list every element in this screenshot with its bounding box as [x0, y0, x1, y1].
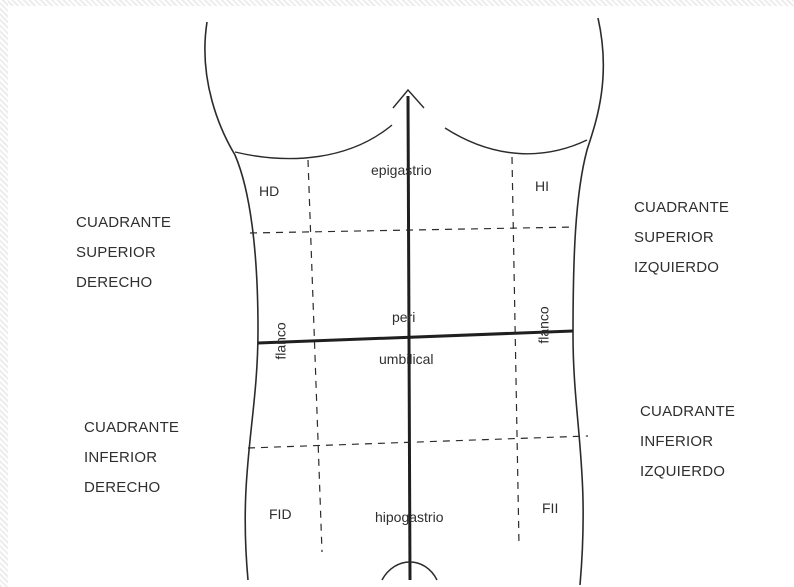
quad-line: INFERIOR [84, 443, 179, 473]
dashed-line-upper [250, 227, 575, 233]
quad-line: CUADRANTE [634, 193, 729, 223]
region-fid: FID [269, 506, 292, 522]
region-fii: FII [542, 500, 558, 516]
dashed-line-left [308, 160, 322, 552]
label-cuadrante-inferior-izquierdo: CUADRANTE INFERIOR IZQUIERDO [640, 397, 735, 487]
quad-line: DERECHO [76, 268, 171, 298]
label-cuadrante-superior-derecho: CUADRANTE SUPERIOR DERECHO [76, 208, 171, 298]
chest-curve-right [445, 128, 587, 154]
region-peri: peri [392, 309, 415, 325]
quad-line: CUADRANTE [640, 397, 735, 427]
region-hi: HI [535, 178, 549, 194]
quad-line: INFERIOR [640, 427, 735, 457]
quad-line: IZQUIERDO [640, 457, 735, 487]
quad-line: SUPERIOR [634, 223, 729, 253]
torso-outline-left [205, 22, 258, 580]
torso-outline-right [573, 18, 603, 585]
dashed-line-right [512, 157, 519, 545]
region-hd: HD [259, 183, 279, 199]
chest-curve-left [235, 125, 392, 159]
label-cuadrante-inferior-derecho: CUADRANTE INFERIOR DERECHO [84, 413, 179, 503]
quad-line: CUADRANTE [76, 208, 171, 238]
quad-line: CUADRANTE [84, 413, 179, 443]
region-hipogastrio: hipogastrio [375, 509, 444, 525]
region-umbilical: umbilical [379, 351, 433, 367]
dashed-line-lower [248, 436, 588, 448]
quad-line: SUPERIOR [76, 238, 171, 268]
label-cuadrante-superior-izquierdo: CUADRANTE SUPERIOR IZQUIERDO [634, 193, 729, 283]
region-flanco-left: flanco [273, 322, 289, 359]
umbilical-line-horizontal [258, 331, 573, 343]
region-flanco-right: flanco [536, 306, 552, 343]
region-epigastrio: epigastrio [371, 162, 432, 178]
quad-line: IZQUIERDO [634, 253, 729, 283]
quad-line: DERECHO [84, 473, 179, 503]
